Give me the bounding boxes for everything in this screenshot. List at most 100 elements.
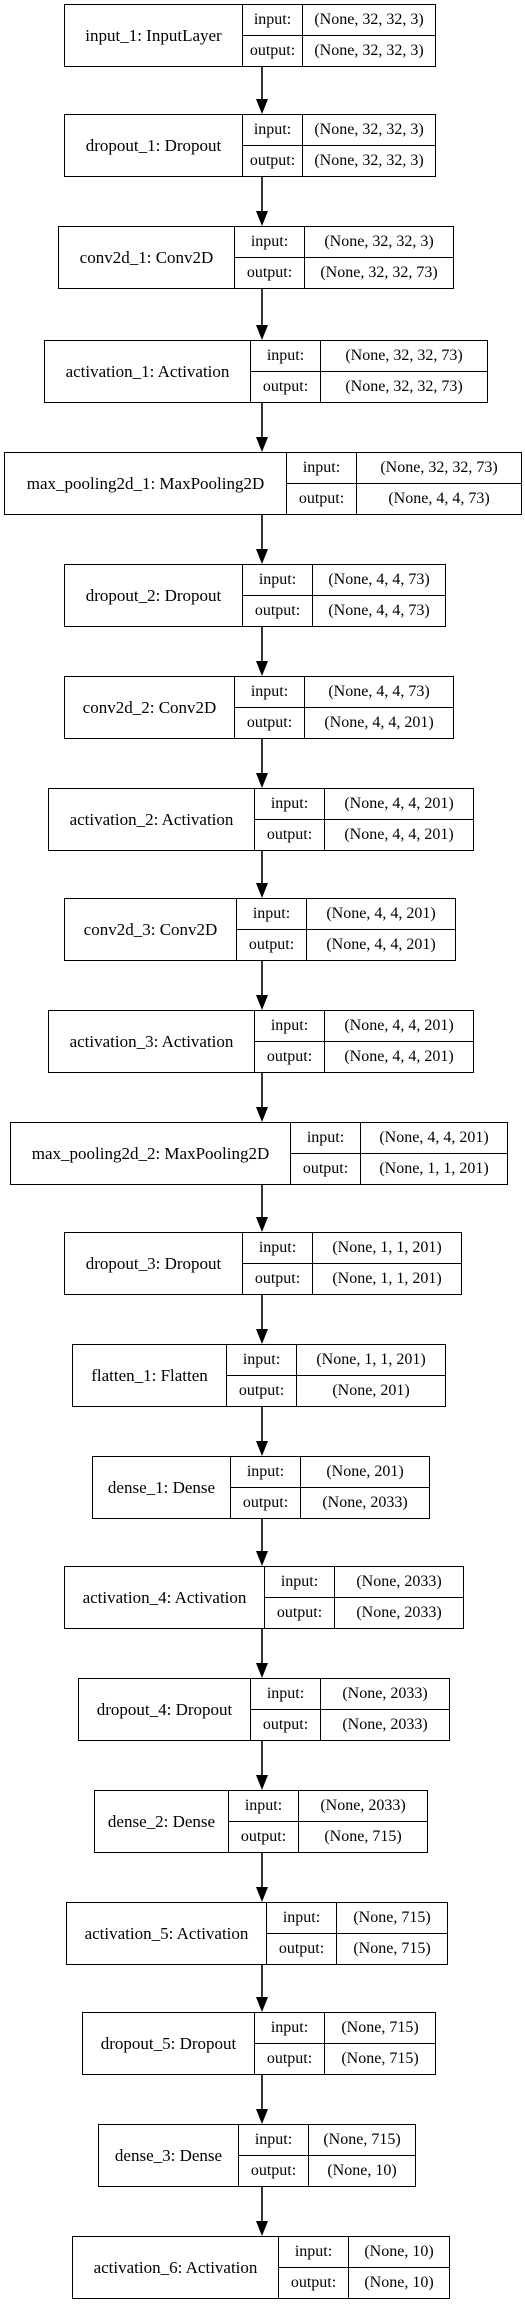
input-shape: (None, 4, 4, 201) xyxy=(361,1123,507,1154)
io-labels: input:output: xyxy=(287,453,357,514)
output-label: output: xyxy=(240,1828,287,1845)
output-shape: (None, 715) xyxy=(353,1940,431,1957)
layer-name: input_1: InputLayer xyxy=(65,5,243,66)
io-values: (None, 32, 32, 3)(None, 32, 32, 3) xyxy=(303,5,435,66)
layer-name: activation_5: Activation xyxy=(67,1903,267,1964)
output-label: output: xyxy=(248,936,295,953)
output-shape: (None, 4, 4, 201) xyxy=(344,1048,454,1065)
layer-name: flatten_1: Flatten xyxy=(73,1345,227,1406)
output-shape: (None, 201) xyxy=(332,1382,410,1399)
io-values: (None, 32, 32, 73)(None, 4, 4, 73) xyxy=(357,453,521,514)
layer-name: dense_1: Dense xyxy=(93,1457,231,1518)
arrowhead-icon xyxy=(256,1217,268,1232)
input-label: input: xyxy=(235,227,304,258)
io-values: (None, 10)(None, 10) xyxy=(349,2237,449,2298)
input-label: input: xyxy=(231,1457,300,1488)
output-label: output: xyxy=(242,1494,289,1511)
io-labels: input:output: xyxy=(255,2013,325,2074)
output-label: output: xyxy=(249,42,296,59)
arrowhead-icon xyxy=(256,1441,268,1456)
input-shape: (None, 4, 4, 201) xyxy=(325,1011,473,1042)
input-shape: (None, 1, 1, 201) xyxy=(297,1345,445,1376)
input-shape: (None, 201) xyxy=(301,1457,429,1488)
arrowhead-icon xyxy=(256,995,268,1010)
input-label: input: xyxy=(237,899,306,930)
arrowhead-icon xyxy=(256,325,268,340)
layer-name: dropout_1: Dropout xyxy=(65,115,243,176)
output-label: output: xyxy=(254,602,301,619)
io-labels: input:output: xyxy=(243,115,303,176)
io-values: (None, 2033)(None, 2033) xyxy=(335,1567,463,1628)
io-labels: input: output: xyxy=(265,1567,335,1628)
arrowhead-icon xyxy=(256,1551,268,1566)
io-labels: input: output: xyxy=(291,1123,361,1184)
input-label: input: xyxy=(251,341,320,372)
arrowhead-icon xyxy=(256,99,268,114)
output-shape: (None, 4, 4, 73) xyxy=(328,602,430,619)
output-label: output: xyxy=(250,2162,297,2179)
layer-name: activation_6: Activation xyxy=(73,2237,279,2298)
layer-name: dense_2: Dense xyxy=(95,1791,229,1852)
layer-name: conv2d_2: Conv2D xyxy=(65,677,235,738)
io-values: (None, 715)(None, 10) xyxy=(309,2125,415,2186)
output-shape: (None, 4, 4, 201) xyxy=(344,826,454,843)
input-shape: (None, 4, 4, 201) xyxy=(307,899,455,930)
io-labels: input:output: xyxy=(279,2237,349,2298)
output-shape: (None, 715) xyxy=(324,1828,402,1845)
output-label: output: xyxy=(246,714,293,731)
io-values: (None, 1, 1, 201)(None, 1, 1, 201) xyxy=(313,1233,461,1294)
input-label: input: xyxy=(265,1567,334,1598)
layer-name: activation_2: Activation xyxy=(49,789,255,850)
io-values: (None, 715)(None, 715) xyxy=(337,1903,447,1964)
output-label: output: xyxy=(276,1604,323,1621)
input-label: input: xyxy=(291,1123,360,1154)
output-label: output: xyxy=(302,1160,349,1177)
output-label: output: xyxy=(262,378,309,395)
input-shape: (None, 4, 4, 73) xyxy=(313,565,445,596)
input-shape: (None, 4, 4, 201) xyxy=(325,789,473,820)
io-values: (None, 715)(None, 715) xyxy=(325,2013,435,2074)
input-shape: (None, 2033) xyxy=(299,1791,427,1822)
layer-name: dense_3: Dense xyxy=(99,2125,239,2186)
input-label: input: xyxy=(243,5,302,36)
output-shape: (None, 4, 4, 201) xyxy=(324,714,434,731)
layer-name: dropout_3: Dropout xyxy=(65,1233,243,1294)
output-shape: (None, 2033) xyxy=(342,1716,428,1733)
input-shape: (None, 715) xyxy=(325,2013,435,2044)
layer-name: conv2d_1: Conv2D xyxy=(59,227,235,288)
io-labels: input: output: xyxy=(231,1457,301,1518)
output-shape: (None, 4, 4, 73) xyxy=(388,490,490,507)
io-values: (None, 4, 4, 201)(None, 1, 1, 201) xyxy=(361,1123,507,1184)
output-label: output: xyxy=(246,264,293,281)
output-label: output: xyxy=(298,490,345,507)
arrowhead-icon xyxy=(256,1329,268,1344)
output-label: output: xyxy=(254,1270,301,1287)
input-shape: (None, 32, 32, 3) xyxy=(303,5,435,36)
input-label: input: xyxy=(243,115,302,146)
output-shape: (None, 32, 32, 73) xyxy=(345,378,463,395)
input-shape: (None, 1, 1, 201) xyxy=(313,1233,461,1264)
output-label: output: xyxy=(290,2274,337,2291)
arrowhead-icon xyxy=(256,883,268,898)
io-labels: input:output: xyxy=(255,789,325,850)
io-values: (None, 1, 1, 201) (None, 201) xyxy=(297,1345,445,1406)
input-label: input: xyxy=(229,1791,298,1822)
output-label: output: xyxy=(278,1940,325,1957)
input-shape: (None, 4, 4, 73) xyxy=(305,677,453,708)
io-values: (None, 2033)(None, 2033) xyxy=(321,1679,449,1740)
io-values: (None, 4, 4, 201) (None, 4, 4, 201) xyxy=(325,789,473,850)
output-label: output: xyxy=(266,1048,313,1065)
output-shape: (None, 10) xyxy=(327,2162,397,2179)
layer-name: dropout_4: Dropout xyxy=(79,1679,251,1740)
